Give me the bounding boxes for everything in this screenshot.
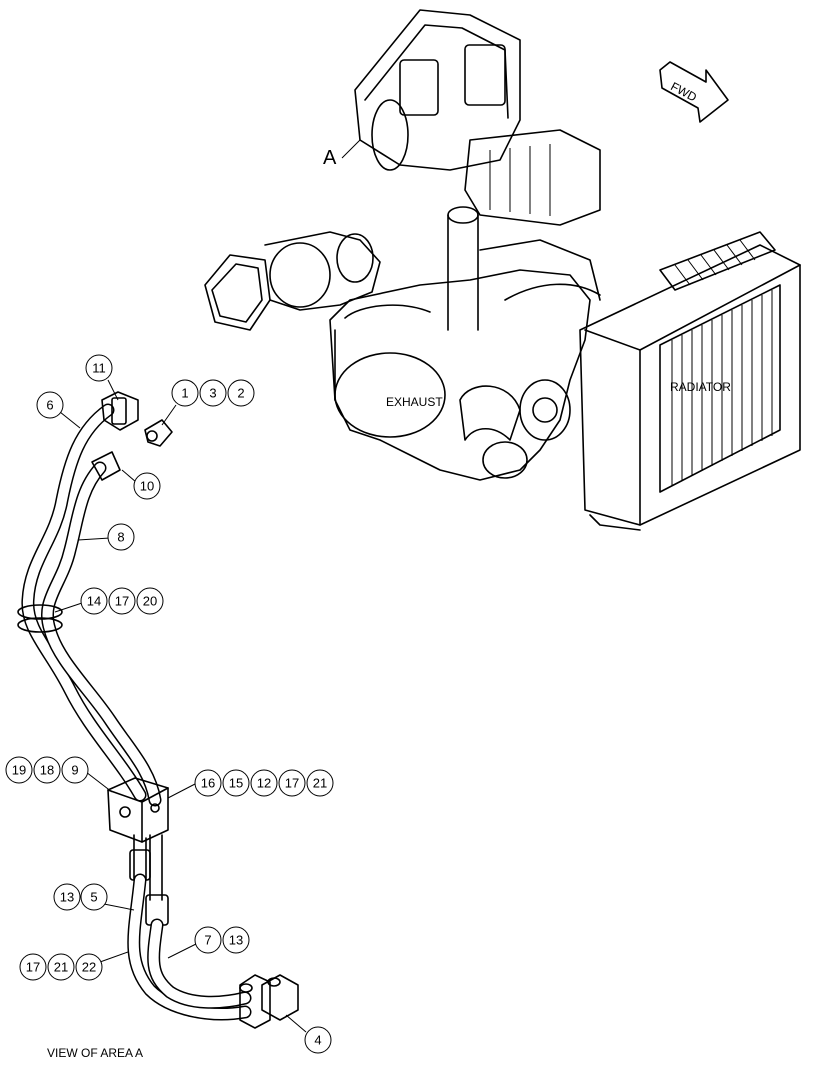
- callout-21: 21: [47, 953, 75, 981]
- svg-text:14: 14: [87, 594, 101, 609]
- callout-9: 9: [61, 756, 89, 784]
- svg-text:1: 1: [181, 386, 188, 401]
- callout-19: 19: [5, 756, 33, 784]
- callout-12: 12: [250, 769, 278, 797]
- callout-17: 17: [19, 953, 47, 981]
- callout-6: 6: [36, 391, 64, 419]
- svg-text:15: 15: [229, 776, 243, 791]
- svg-text:10: 10: [140, 479, 154, 494]
- callout-1: 1: [171, 379, 199, 407]
- callouts: 11 6 1 3 2 10 8 14 17 20 19 18 9 16 15 1…: [5, 354, 334, 1054]
- callout-10: 10: [133, 472, 161, 500]
- svg-text:13: 13: [229, 933, 243, 948]
- svg-text:11: 11: [92, 361, 106, 376]
- svg-text:21: 21: [313, 776, 327, 791]
- callout-14: 14: [80, 587, 108, 615]
- svg-text:17: 17: [26, 960, 40, 975]
- callout-13: 13: [222, 926, 250, 954]
- area-marker: A: [323, 147, 337, 169]
- radiator-assembly: [579, 231, 801, 531]
- svg-text:3: 3: [209, 386, 216, 401]
- svg-text:8: 8: [117, 530, 124, 545]
- callout-5: 5: [80, 883, 108, 911]
- callout-13: 13: [53, 883, 81, 911]
- callout-18: 18: [33, 756, 61, 784]
- hose-assembly: [17, 391, 299, 1029]
- callout-17: 17: [108, 587, 136, 615]
- callout-8: 8: [107, 523, 135, 551]
- callout-7: 7: [194, 926, 222, 954]
- svg-text:19: 19: [12, 763, 26, 778]
- callout-3: 3: [199, 379, 227, 407]
- svg-text:20: 20: [143, 594, 157, 609]
- exhaust-label: EXHAUST: [386, 395, 443, 409]
- svg-text:22: 22: [82, 960, 96, 975]
- svg-text:9: 9: [71, 763, 78, 778]
- forward-arrow-icon: FWD: [659, 61, 729, 123]
- svg-text:6: 6: [46, 398, 53, 413]
- callout-22: 22: [75, 953, 103, 981]
- callout-2: 2: [227, 379, 255, 407]
- callout-20: 20: [136, 587, 164, 615]
- svg-text:7: 7: [204, 933, 211, 948]
- svg-text:21: 21: [54, 960, 68, 975]
- radiator-label: RADIATOR: [670, 380, 731, 394]
- callout-16: 16: [194, 769, 222, 797]
- svg-text:5: 5: [90, 890, 97, 905]
- view-caption: VIEW OF AREA A: [47, 1046, 143, 1060]
- callout-15: 15: [222, 769, 250, 797]
- svg-text:17: 17: [285, 776, 299, 791]
- callout-4: 4: [304, 1026, 332, 1054]
- svg-text:13: 13: [60, 890, 74, 905]
- callout-17: 17: [278, 769, 306, 797]
- svg-text:17: 17: [115, 594, 129, 609]
- callout-11: 11: [85, 354, 113, 382]
- svg-text:16: 16: [201, 776, 215, 791]
- svg-text:12: 12: [257, 776, 271, 791]
- engine-assembly: [204, 9, 601, 481]
- svg-text:18: 18: [40, 763, 54, 778]
- svg-text:4: 4: [314, 1033, 321, 1048]
- svg-text:2: 2: [237, 386, 244, 401]
- callout-21: 21: [306, 769, 334, 797]
